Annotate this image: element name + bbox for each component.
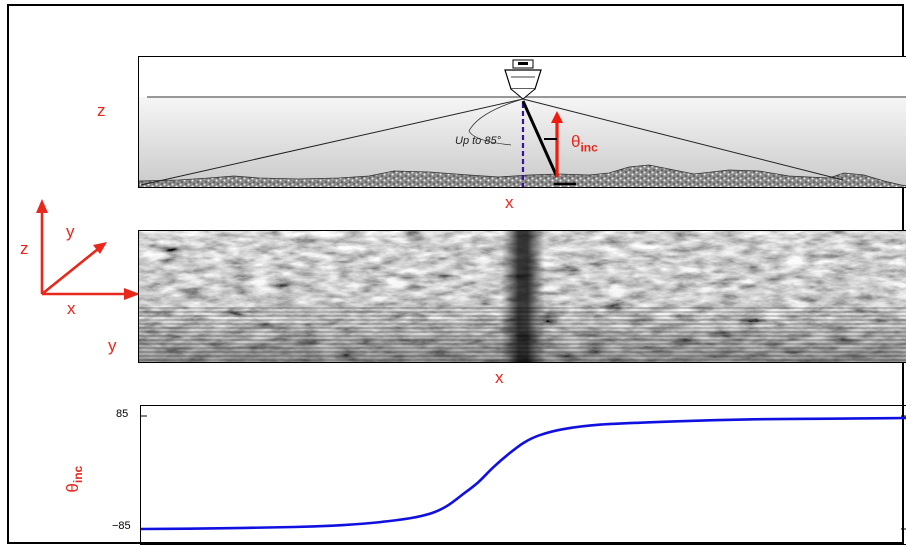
sonar-mosaic-svg [139, 231, 906, 362]
angle-annotation: Up to 85° [455, 135, 501, 147]
theta-inc-label: θinc [571, 132, 598, 154]
theta-chart-svg [141, 415, 906, 531]
nadir-gap [501, 231, 545, 362]
middle-y-label: y [108, 336, 117, 355]
ship-icon [504, 59, 542, 100]
axes-y-label: y [66, 222, 75, 241]
theta-inc-line-0 [141, 416, 906, 531]
theta-arrow-head [551, 111, 563, 123]
sonar-geometry-panel: Up to 85° θinc [138, 56, 906, 188]
chart-ylabel-symbol: θ [62, 483, 82, 493]
z-axis-head [36, 199, 48, 213]
axes-diagram [36, 199, 140, 300]
y-axis-arrow [41, 247, 99, 296]
middle-x-label: x [495, 368, 504, 387]
top-x-label: x [505, 193, 514, 212]
sonar-mosaic-panel [138, 230, 906, 363]
theta-subscript: inc [580, 140, 598, 155]
angle-arc [468, 98, 524, 146]
theta-symbol: θ [571, 132, 581, 151]
chart-ylabel-subscript: inc [71, 465, 86, 484]
beam-right [522, 98, 844, 181]
ytick-top: 85 [116, 408, 129, 420]
axes-z-label: z [20, 239, 29, 258]
ytick-bottom: −85 [112, 520, 131, 532]
chart-ylabel: θinc [63, 449, 85, 509]
x-axis-head [124, 288, 140, 300]
top-z-label: z [97, 101, 106, 120]
beam-left [140, 98, 524, 186]
slant-ray [521, 100, 559, 178]
theta-chart-panel [140, 405, 906, 545]
water-column [139, 97, 906, 187]
sonar-geometry-svg [139, 57, 906, 187]
axes-x-label: x [67, 299, 76, 318]
y-axis-head [93, 242, 107, 254]
